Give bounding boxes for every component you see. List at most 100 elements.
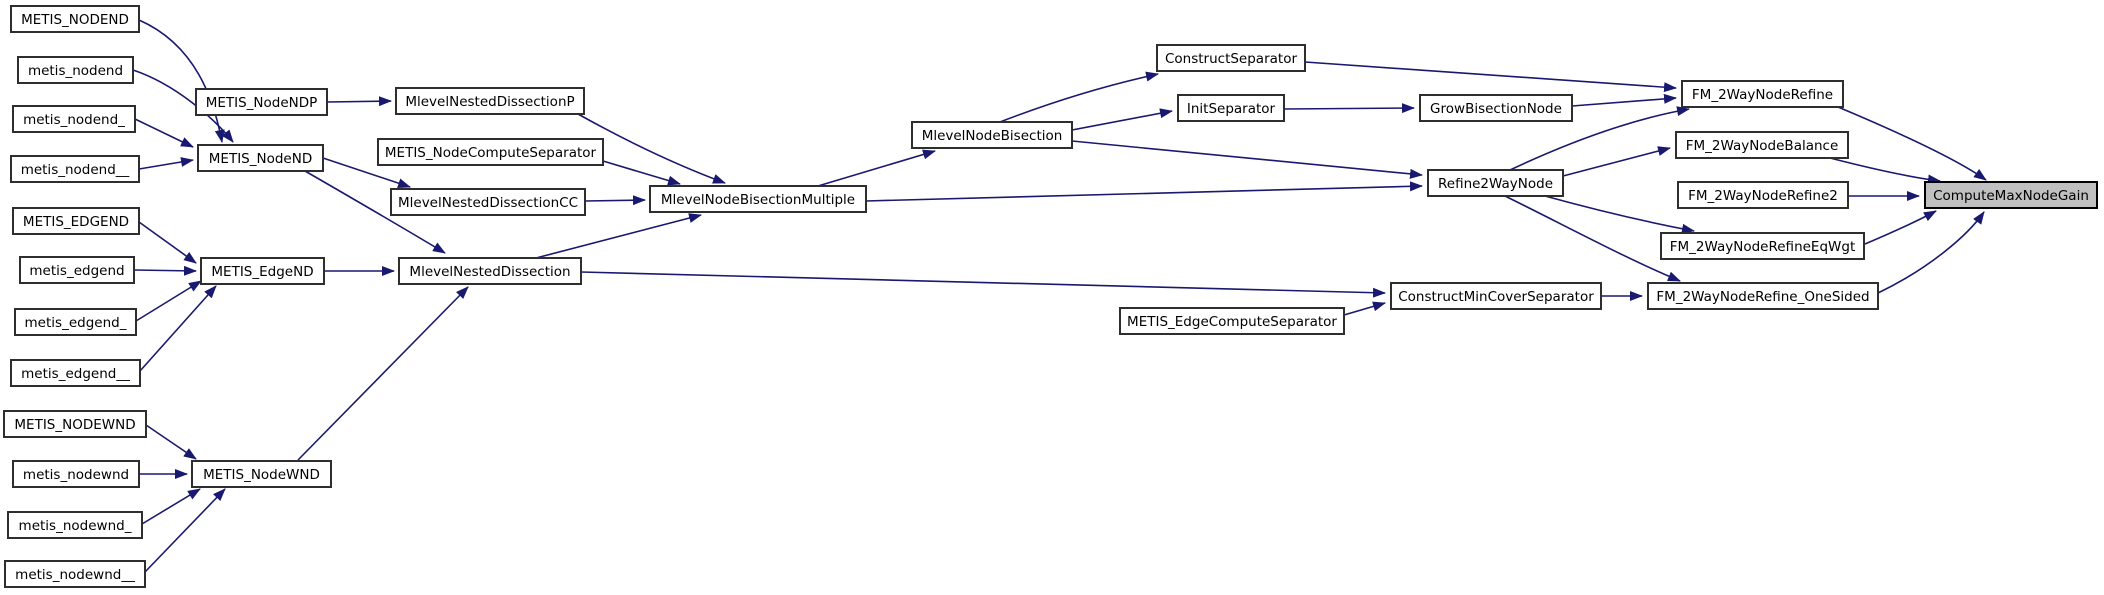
edge-FM_2WayNodeRefine_OneSided-to-ComputeMaxNodeGain	[1877, 211, 1985, 294]
node-FM_2WayNodeRefineEqWgt[interactable]: FM_2WayNodeRefineEqWgt	[1660, 232, 1865, 260]
node-label-GrowBisectionNode: GrowBisectionNode	[1430, 101, 1562, 117]
edge-metis_edgend__-to-METIS_EdgeND	[139, 285, 217, 372]
node-label-METIS_NODEWND: METIS_NODEWND	[14, 417, 135, 433]
node-label-FM_2WayNodeRefineEqWgt: FM_2WayNodeRefineEqWgt	[1670, 239, 1856, 255]
node-METIS_EDGEND[interactable]: METIS_EDGEND	[12, 207, 140, 235]
edge-MlevelNodeBisection-to-InitSeparator	[1071, 108, 1173, 131]
node-metis_nodend_[interactable]: metis_nodend_	[12, 105, 136, 133]
node-InitSeparator[interactable]: InitSeparator	[1177, 94, 1285, 122]
node-label-METIS_NodeND: METIS_NodeND	[209, 151, 312, 167]
node-label-METIS_NODEND: METIS_NODEND	[21, 12, 129, 28]
node-Refine2WayNode[interactable]: Refine2WayNode	[1427, 169, 1564, 197]
node-label-InitSeparator: InitSeparator	[1187, 101, 1276, 117]
edge-GrowBisectionNode-to-FM_2WayNodeRefine	[1571, 93, 1677, 107]
node-label-ComputeMaxNodeGain: ComputeMaxNodeGain	[1933, 188, 2089, 204]
node-label-Refine2WayNode: Refine2WayNode	[1438, 176, 1553, 192]
node-FM_2WayNodeRefine_OneSided[interactable]: FM_2WayNodeRefine_OneSided	[1647, 282, 1879, 310]
node-label-MlevelNestedDissection: MlevelNestedDissection	[409, 264, 570, 280]
node-label-metis_nodend_: metis_nodend_	[23, 112, 125, 128]
node-label-METIS_EdgeComputeSeparator: METIS_EdgeComputeSeparator	[1127, 314, 1337, 330]
node-MlevelNodeBisection[interactable]: MlevelNodeBisection	[911, 121, 1073, 149]
edge-FM_2WayNodeRefine-to-ComputeMaxNodeGain	[1837, 106, 1987, 181]
node-ConstructSeparator[interactable]: ConstructSeparator	[1156, 44, 1306, 72]
node-label-ConstructMinCoverSeparator: ConstructMinCoverSeparator	[1398, 289, 1594, 305]
edge-METIS_NodeWND-to-MlevelNestedDissection	[297, 286, 469, 461]
edge-METIS_NodeND-to-MlevelNestedDissectionCC	[322, 157, 411, 188]
edge-MlevelNodeBisection-to-ConstructSeparator	[999, 71, 1159, 123]
node-metis_nodewnd_[interactable]: metis_nodewnd_	[7, 511, 143, 539]
node-MlevelNestedDissectionCC[interactable]: MlevelNestedDissectionCC	[390, 188, 586, 216]
edge-MlevelNestedDissectionP-to-MlevelNodeBisectionMultiple	[577, 113, 726, 184]
node-label-MlevelNestedDissectionCC: MlevelNestedDissectionCC	[398, 195, 578, 211]
node-MlevelNestedDissection[interactable]: MlevelNestedDissection	[398, 257, 582, 285]
node-FM_2WayNodeRefine2[interactable]: FM_2WayNodeRefine2	[1677, 181, 1849, 209]
node-METIS_NODEWND[interactable]: METIS_NODEWND	[3, 410, 147, 438]
node-label-ConstructSeparator: ConstructSeparator	[1165, 51, 1297, 67]
edge-MlevelNestedDissectionCC-to-MlevelNodeBisectionMultiple	[584, 195, 646, 206]
edge-METIS_NodeND-to-MlevelNestedDissection	[304, 170, 446, 254]
edge-metis_nodewnd__-to-METIS_NodeWND	[144, 488, 226, 573]
node-METIS_NodeComputeSeparator[interactable]: METIS_NodeComputeSeparator	[377, 138, 604, 166]
node-FM_2WayNodeBalance[interactable]: FM_2WayNodeBalance	[1675, 131, 1849, 159]
node-MlevelNodeBisectionMultiple[interactable]: MlevelNodeBisectionMultiple	[649, 185, 867, 213]
node-ComputeMaxNodeGain: ComputeMaxNodeGain	[1923, 180, 2099, 210]
edge-ConstructSeparator-to-FM_2WayNodeRefine	[1304, 61, 1677, 93]
node-label-MlevelNodeBisection: MlevelNodeBisection	[922, 128, 1063, 144]
edge-InitSeparator-to-GrowBisectionNode	[1283, 103, 1415, 114]
node-label-metis_edgend__: metis_edgend__	[21, 366, 130, 382]
node-METIS_EdgeComputeSeparator[interactable]: METIS_EdgeComputeSeparator	[1119, 307, 1345, 335]
node-METIS_NodeNDP[interactable]: METIS_NodeNDP	[195, 88, 328, 116]
node-METIS_EdgeND[interactable]: METIS_EdgeND	[200, 257, 325, 285]
edge-METIS_NodeNDP-to-MlevelNestedDissectionP	[326, 96, 392, 107]
node-label-METIS_NodeWND: METIS_NodeWND	[203, 467, 320, 483]
node-METIS_NODEND[interactable]: METIS_NODEND	[10, 5, 140, 33]
node-metis_edgend_[interactable]: metis_edgend_	[14, 308, 137, 336]
node-METIS_NodeND[interactable]: METIS_NodeND	[197, 144, 324, 172]
edge-MlevelNodeBisectionMultiple-to-Refine2WayNode	[865, 181, 1423, 202]
node-label-metis_nodend__: metis_nodend__	[21, 162, 130, 178]
node-metis_nodewnd__[interactable]: metis_nodewnd__	[4, 560, 146, 588]
edge-METIS_EDGEND-to-METIS_EdgeND	[138, 221, 197, 264]
node-label-METIS_EdgeND: METIS_EdgeND	[211, 264, 313, 280]
edge-METIS_NODEND-to-METIS_NodeND	[138, 19, 225, 143]
edge-Refine2WayNode-to-FM_2WayNodeBalance	[1562, 146, 1671, 177]
node-metis_edgend[interactable]: metis_edgend	[19, 256, 135, 284]
edge-metis_nodewnd_-to-METIS_NodeWND	[141, 488, 201, 525]
node-label-MlevelNodeBisectionMultiple: MlevelNodeBisectionMultiple	[661, 192, 855, 208]
node-label-metis_nodend: metis_nodend	[28, 63, 123, 79]
edge-Refine2WayNode-to-FM_2WayNodeRefine_OneSided	[1504, 195, 1681, 282]
edge-METIS_NODEWND-to-METIS_NodeWND	[145, 424, 197, 460]
node-metis_nodewnd[interactable]: metis_nodewnd	[12, 460, 140, 488]
edge-FM_2WayNodeRefineEqWgt-to-ComputeMaxNodeGain	[1864, 210, 1937, 245]
edge-MlevelNestedDissection-to-MlevelNodeBisectionMultiple	[535, 213, 702, 259]
node-FM_2WayNodeRefine[interactable]: FM_2WayNodeRefine	[1681, 80, 1844, 108]
node-label-METIS_NodeNDP: METIS_NodeNDP	[206, 95, 318, 111]
node-metis_nodend[interactable]: metis_nodend	[17, 56, 134, 84]
node-ConstructMinCoverSeparator[interactable]: ConstructMinCoverSeparator	[1390, 282, 1602, 310]
edge-Refine2WayNode-to-FM_2WayNodeRefine	[1509, 106, 1690, 171]
node-METIS_NodeWND[interactable]: METIS_NodeWND	[191, 460, 332, 488]
edge-MlevelNodeBisectionMultiple-to-MlevelNodeBisection	[817, 149, 936, 187]
node-label-FM_2WayNodeRefine_OneSided: FM_2WayNodeRefine_OneSided	[1656, 289, 1869, 305]
edge-MlevelNodeBisection-to-Refine2WayNode	[1071, 140, 1423, 179]
node-label-MlevelNestedDissectionP: MlevelNestedDissectionP	[405, 94, 574, 110]
node-label-metis_edgend_: metis_edgend_	[25, 315, 127, 331]
node-label-FM_2WayNodeBalance: FM_2WayNodeBalance	[1686, 138, 1839, 154]
edge-Refine2WayNode-to-FM_2WayNodeRefineEqWgt	[1544, 195, 1695, 234]
node-label-metis_nodewnd_: metis_nodewnd_	[19, 518, 132, 534]
node-metis_edgend__[interactable]: metis_edgend__	[10, 359, 141, 387]
edge-metis_edgend-to-METIS_EdgeND	[133, 265, 197, 276]
node-label-FM_2WayNodeRefine2: FM_2WayNodeRefine2	[1688, 188, 1838, 204]
edge-metis_edgend_-to-METIS_EdgeND	[135, 280, 202, 322]
node-label-METIS_EDGEND: METIS_EDGEND	[23, 214, 129, 230]
node-label-FM_2WayNodeRefine: FM_2WayNodeRefine	[1692, 87, 1833, 103]
node-label-metis_nodewnd: metis_nodewnd	[23, 467, 129, 483]
node-metis_nodend__[interactable]: metis_nodend__	[10, 155, 140, 183]
node-label-metis_nodewnd__: metis_nodewnd__	[15, 567, 135, 583]
node-GrowBisectionNode[interactable]: GrowBisectionNode	[1419, 94, 1573, 122]
node-MlevelNestedDissectionP[interactable]: MlevelNestedDissectionP	[395, 87, 585, 115]
edge-METIS_EdgeComputeSeparator-to-ConstructMinCoverSeparator	[1343, 301, 1386, 316]
edge-metis_nodend-to-METIS_NodeND	[132, 69, 234, 143]
